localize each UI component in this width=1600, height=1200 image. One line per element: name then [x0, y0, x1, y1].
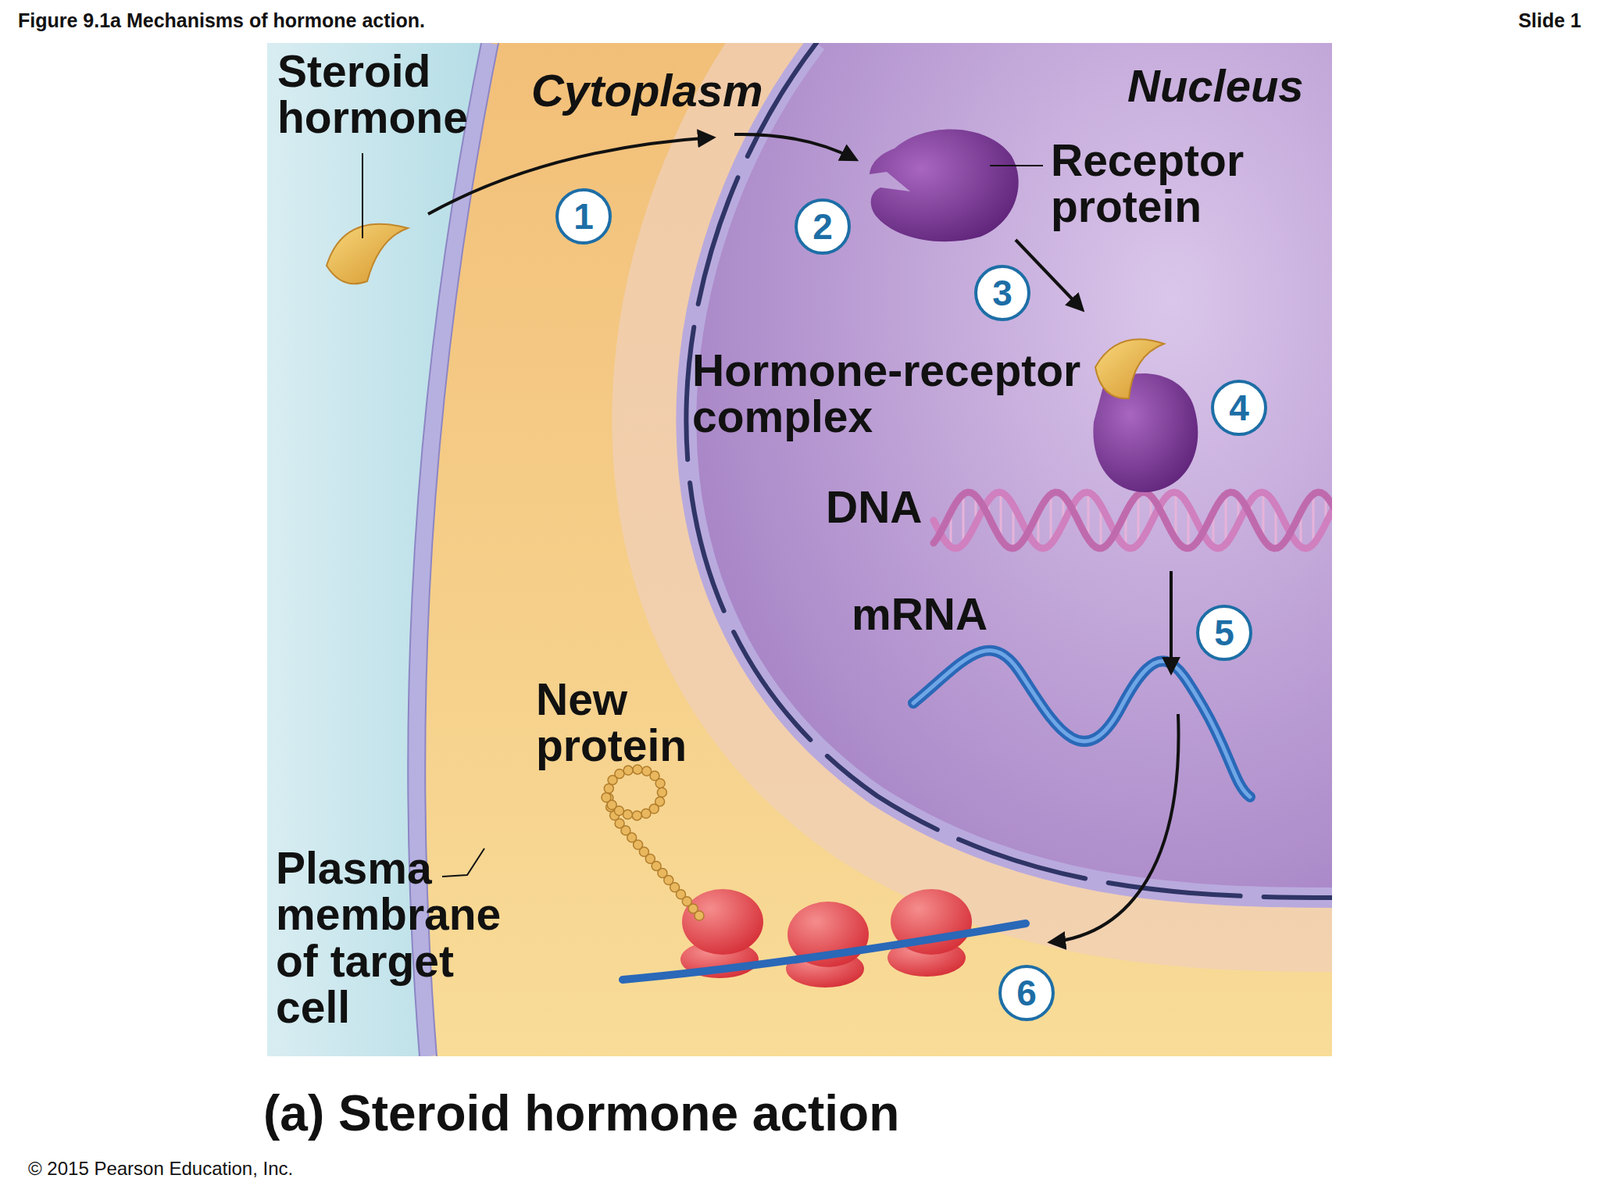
bound-hormone — [1095, 339, 1165, 399]
copyright-note: © 2015 Pearson Education, Inc. — [28, 1159, 293, 1179]
part-label: Receptor protein — [1050, 137, 1301, 231]
mrna-highlight — [913, 650, 1250, 797]
part-label: DNA — [825, 484, 923, 531]
part-label: New protein — [535, 676, 740, 770]
chain-guide — [603, 769, 700, 916]
dna-strand — [933, 492, 1333, 549]
callout-number: 1 — [573, 198, 594, 235]
nuclear-pore-line — [685, 42, 1333, 898]
ribosome-large-subunit — [682, 889, 764, 955]
process-arrow — [734, 134, 856, 160]
part-label: Steroid hormone — [277, 48, 512, 142]
leader-line — [361, 153, 364, 239]
part-label: Hormone-receptor complex — [692, 347, 1161, 441]
callout-circle: 6 — [998, 964, 1055, 1022]
protein-chain — [601, 764, 704, 921]
region-label: Nucleus — [1127, 62, 1304, 110]
callout-circle: 5 — [1196, 604, 1253, 661]
figure-caption: (a) Steroid hormone action — [263, 1087, 900, 1140]
dna-base-pair — [1050, 494, 1053, 545]
figure-title: Figure 9.1a Mechanisms of hormone action… — [17, 10, 425, 31]
amino-acid-bead — [601, 792, 611, 803]
dna-base-pair — [1225, 494, 1228, 545]
mrna-strand — [913, 650, 1250, 797]
callout-number: 6 — [1016, 975, 1037, 1011]
nuclear-envelope — [685, 42, 1333, 898]
nucleus-region — [685, 42, 1333, 898]
dna-strand — [933, 492, 1333, 549]
cytoplasm-region — [416, 42, 1333, 1057]
slide-number: Slide 1 — [1517, 10, 1582, 31]
callout-circle: 1 — [555, 188, 612, 245]
steroid-hormone — [326, 224, 408, 285]
ribosome — [785, 901, 869, 988]
callout-number: 3 — [992, 275, 1013, 311]
process-arrow — [1050, 714, 1179, 943]
mrna-on-ribosomes — [622, 923, 1026, 980]
amino-acid-bead — [657, 787, 667, 797]
dna-helix — [933, 492, 1333, 549]
callout-circle: 4 — [1210, 379, 1268, 436]
amino-acid-bead — [655, 778, 665, 789]
part-label: mRNA — [851, 591, 988, 638]
callout-number: 2 — [812, 208, 833, 245]
dna-base-pair — [1137, 494, 1140, 545]
amino-acid-bead — [622, 810, 633, 820]
callout-circle: 2 — [794, 198, 851, 255]
region-label: Cytoplasm — [531, 67, 764, 115]
part-label: Plasma membrane of target cell — [275, 845, 526, 1031]
extracellular-space — [267, 42, 1333, 1057]
leader-line — [442, 848, 485, 877]
callout-number: 5 — [1214, 614, 1235, 651]
dna-base-pair — [962, 494, 965, 545]
process-arrow — [1169, 571, 1173, 672]
dna-base-pair — [1312, 494, 1315, 545]
amino-acid-bead — [632, 810, 642, 821]
panel — [267, 42, 1333, 1057]
amino-acid-bead — [641, 808, 651, 818]
receptor-protein — [869, 129, 1019, 243]
callout-number: 4 — [1228, 389, 1250, 426]
callout-circle: 3 — [974, 264, 1031, 322]
leader-line — [989, 164, 1043, 167]
amino-acid-bead — [614, 768, 625, 779]
endoplasmic-reticulum-band — [685, 42, 1333, 898]
